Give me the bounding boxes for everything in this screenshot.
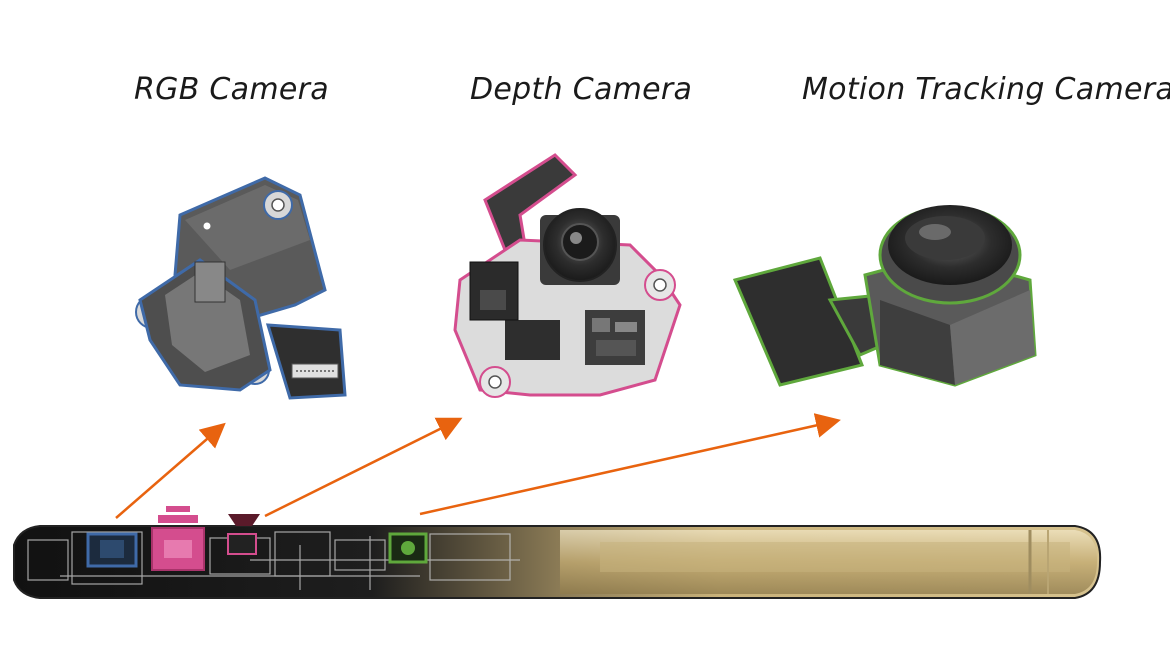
rgb-camera-module-icon: [135, 176, 347, 400]
motion-tracking-camera-label: Motion Tracking Camera: [802, 72, 1170, 107]
arrow-to-depth: [264, 417, 463, 518]
motion-tracking-camera-module-icon: [732, 205, 1037, 387]
arrow-to-rgb: [115, 422, 226, 519]
arrow-to-motion: [419, 413, 841, 516]
rgb-camera-label: RGB Camera: [134, 72, 329, 107]
phone-cross-section-icon: [13, 506, 1102, 599]
depth-camera-label: Depth Camera: [470, 72, 693, 107]
arrows: [115, 413, 841, 519]
depth-camera-module-icon: [453, 153, 682, 398]
